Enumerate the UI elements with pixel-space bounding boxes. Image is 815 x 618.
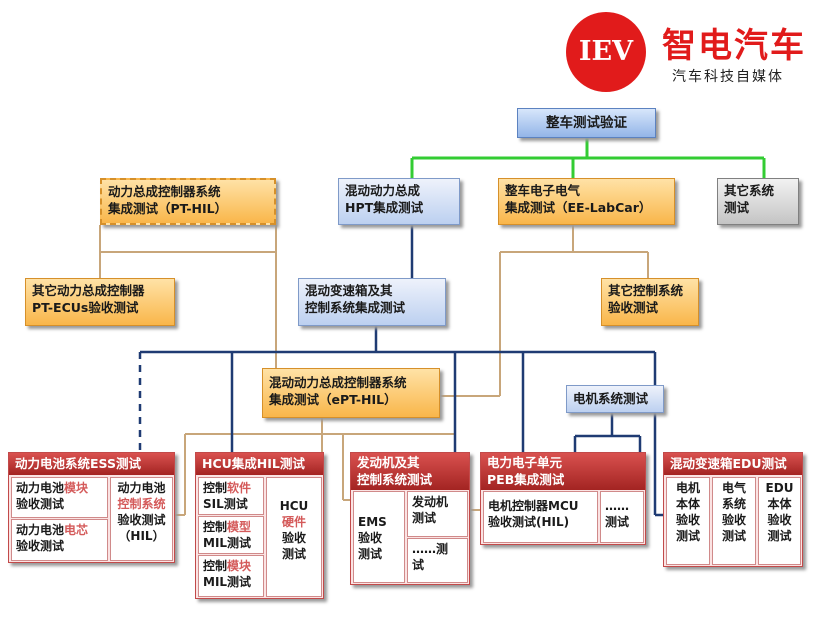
edu-body-cell: EDU 本体 验收 测试 [758,477,801,565]
hcu-hardware-suffix: 验收 测试 [281,531,306,561]
edu-group: 混动变速箱EDU测试 电机 本体 验收 测试 电气 系统 验收 测试 EDU 本… [663,452,803,567]
hcu-model-label: 控制 [203,520,228,534]
engine-header: 发动机及其 控制系统测试 [351,453,469,490]
engine-other-cell: ……测 试 [407,538,468,583]
pt-ecus-node: 其它动力总成控制器 PT-ECUs验收测试 [25,278,175,326]
blue-connectors [140,225,663,517]
ess-module-cell: 动力电池模块 验收测试 [11,477,108,518]
hcu-sil-highlight: 软件 [227,481,252,495]
hcu-model-cell: 控制模型 MIL测试 [198,516,264,554]
ess-module-suffix: 验收测试 [16,497,65,511]
hcu-sil-label: 控制 [203,481,228,495]
logo-badge: IEV [566,12,646,92]
ept-hil-node: 混动动力总成控制器系统 集成测试（ePT-HIL） [262,368,440,418]
motor-system-node: 电机系统测试 [566,385,664,413]
engine-group: 发动机及其 控制系统测试 EMS 验收 测试 发动机 测试 ……测 试 [350,452,470,585]
orange-connectors [99,225,649,516]
hcu-hardware-cell: HCU 硬件 验收 测试 [266,477,322,597]
ee-labcar-node: 整车电子电气 集成测试（EE-LabCar） [498,178,675,225]
other-control-node: 其它控制系统 验收测试 [601,278,699,326]
hcu-model-highlight: 模型 [227,520,252,534]
edu-motor-cell: 电机 本体 验收 测试 [666,477,710,565]
peb-other-cell: …… 测试 [600,491,644,543]
top-level-connectors [410,138,766,178]
ess-cell-highlight: 电芯 [64,523,89,537]
transmission-node: 混动变速箱及其 控制系统集成测试 [298,278,446,326]
ess-cell-suffix: 验收测试 [16,539,65,553]
ess-group: 动力电池系统ESS测试 动力电池模块 验收测试 动力电池电芯 验收测试 动力电池… [8,452,175,563]
hcu-sil-suffix: SIL测试 [203,497,248,511]
hcu-module-cell: 控制模块 MIL测试 [198,555,264,597]
logo-tagline: 汽车科技自媒体 [672,69,784,85]
peb-header: 电力电子单元 PEB集成测试 [481,453,645,490]
ess-control-suffix: 验收测试 （HIL） [117,513,166,543]
logo-name: 智电汽车 [662,26,806,66]
pt-hil-node: 动力总成控制器系统 集成测试（PT-HIL） [100,178,276,225]
vehicle-test-node: 整车测试验证 [517,108,656,138]
ems-cell: EMS 验收 测试 [353,491,405,583]
peb-group: 电力电子单元 PEB集成测试 电机控制器MCU 验收测试(HIL) …… 测试 [480,452,646,545]
ess-cell-cell: 动力电池电芯 验收测试 [11,519,108,561]
ess-cell-label: 动力电池 [16,523,65,537]
ess-control-label: 动力电池 [117,481,166,495]
hcu-hardware-label: HCU [279,499,309,513]
hcu-header: HCU集成HIL测试 [196,453,323,475]
ess-control-cell: 动力电池 控制系统 验收测试 （HIL） [110,477,173,561]
engine-test-cell: 发动机 测试 [407,491,468,537]
edu-electrical-cell: 电气 系统 验收 测试 [712,477,756,565]
hcu-module-label: 控制 [203,559,228,573]
hcu-module-highlight: 模块 [227,559,252,573]
hcu-model-suffix: MIL测试 [203,536,252,550]
edu-header: 混动变速箱EDU测试 [664,453,802,475]
ess-header: 动力电池系统ESS测试 [9,453,174,475]
hcu-hardware-highlight: 硬件 [281,515,306,529]
ess-module-highlight: 模块 [64,481,89,495]
hcu-sil-cell: 控制软件 SIL测试 [198,477,264,515]
hcu-module-suffix: MIL测试 [203,575,252,589]
mcu-cell: 电机控制器MCU 验收测试(HIL) [483,491,598,543]
hcu-group: HCU集成HIL测试 控制软件 SIL测试 控制模型 MIL测试 控制模块 MI… [195,452,324,599]
ess-module-label: 动力电池 [16,481,65,495]
other-systems-node: 其它系统 测试 [717,178,799,225]
ess-control-highlight: 控制系统 [117,497,166,511]
hpt-node: 混动动力总成 HPT集成测试 [338,178,460,225]
